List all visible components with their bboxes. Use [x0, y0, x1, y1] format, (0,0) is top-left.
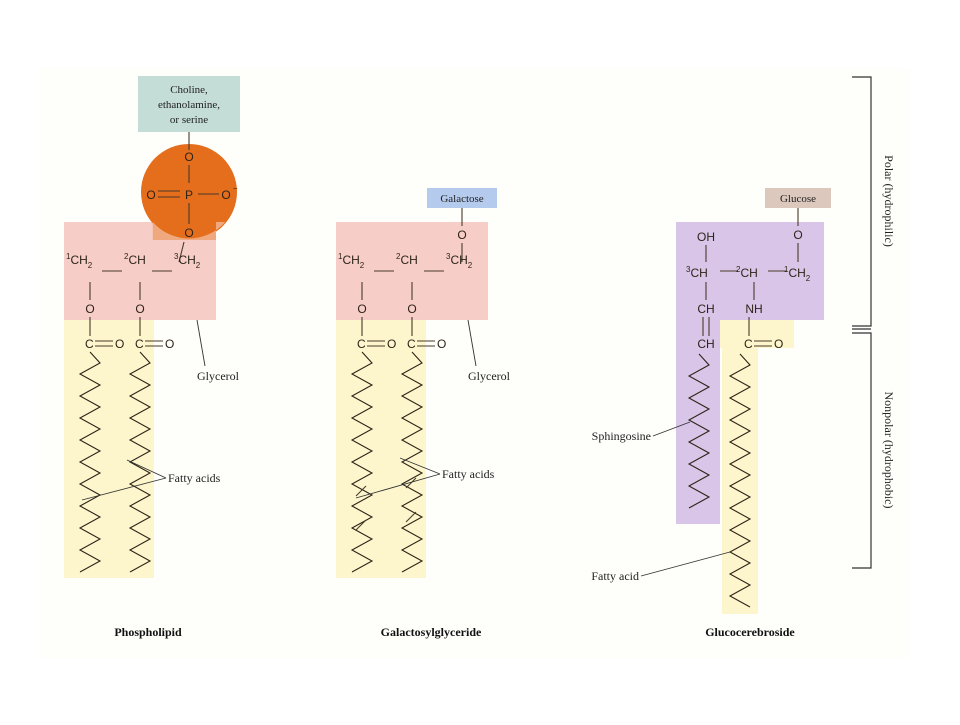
- ester-oxygen-2: O: [135, 302, 144, 316]
- galactose-label: Galactose: [440, 193, 483, 205]
- glycerol-carbon-2: 2CH: [396, 252, 418, 267]
- glycerol-carbon-3: 3CH2: [446, 252, 473, 270]
- carbonyl-oxygen-1: O: [387, 337, 396, 351]
- carbonyl-oxygen-2: O: [437, 337, 446, 351]
- fatty-acid-chain-2: [128, 351, 152, 573]
- sphingosine-chain: [687, 353, 711, 509]
- sphingosine-leader-line: [652, 421, 691, 437]
- amide-carbonyl: C: [744, 337, 753, 351]
- head-group-label-line-2: ethanolamine,: [158, 99, 220, 111]
- head-group-box: [138, 76, 240, 132]
- glycerol-carbon-1: 1CH2: [66, 252, 93, 270]
- carbonyl-1: C: [85, 337, 94, 351]
- head-group-label-line-1: Choline,: [170, 84, 208, 96]
- fatty-acid-chain-1: [78, 351, 102, 573]
- phosphate-oxygen-double: O: [146, 188, 155, 202]
- fatty-acid-leader-line: [640, 551, 731, 577]
- phosphate-group-circle: [141, 144, 237, 240]
- amide-nitrogen: NH: [745, 302, 762, 316]
- phosphate-oxygen-top: O: [184, 150, 193, 164]
- phospholipid-fatty-acid-region: [64, 320, 154, 578]
- fatty-acids-leader-line: [81, 477, 167, 501]
- glycerol-carbon-3: 3CH2: [174, 252, 201, 270]
- glycerol-label: Glycerol: [468, 369, 511, 383]
- glycosidic-oxygen: O: [457, 228, 466, 242]
- fatty-acids-leader-line: [399, 457, 441, 475]
- nonpolar-label: Nonpolar (hydrophobic): [882, 392, 896, 509]
- hydroxyl-group: OH: [697, 230, 715, 244]
- carbonyl-1: C: [357, 337, 366, 351]
- amide-carbonyl-oxygen: O: [774, 337, 783, 351]
- bond: [178, 241, 185, 263]
- glycerol-label: Glycerol: [197, 369, 240, 383]
- phosphate-oxygen-minus: O: [221, 188, 230, 202]
- sphingosine-carbon-2: 2CH: [736, 265, 758, 280]
- glycosidic-oxygen: O: [793, 228, 802, 242]
- glucose-box: [765, 188, 831, 208]
- glycerol-carbon-2: 2CH: [124, 252, 146, 267]
- fatty-acid-carbonyl-region: [720, 320, 794, 348]
- polarity-brackets: Polar (hydrophilic) Nonpolar (hydrophobi…: [852, 76, 896, 569]
- double-bond-mark: [405, 477, 417, 489]
- phosphate-oxygen-bottom: O: [184, 226, 193, 240]
- fatty-acid-chain-2: [400, 351, 424, 573]
- glycerol-leader-line: [196, 319, 206, 367]
- head-group-label-line-3: or serine: [170, 114, 208, 126]
- alkene-carbon-1: CH: [697, 302, 714, 316]
- carbonyl-2: C: [407, 337, 416, 351]
- galactosylglyceride-glycerol-region: [336, 222, 488, 320]
- carbonyl-oxygen-1: O: [115, 337, 124, 351]
- fatty-acid-chain: [728, 353, 752, 608]
- glycerol-leader-line: [467, 319, 477, 367]
- sphingosine-tail-region: [676, 320, 720, 524]
- galactose-box: [427, 188, 497, 208]
- phosphate-glycerol-overlap: [152, 222, 226, 240]
- negative-charge: −: [233, 184, 238, 193]
- carbonyl-oxygen-2: O: [165, 337, 174, 351]
- sphingosine-carbon-1: 1CH2: [784, 265, 811, 283]
- nonpolar-bracket: [852, 332, 872, 569]
- ester-oxygen-2: O: [407, 302, 416, 316]
- ester-oxygen-1: O: [85, 302, 94, 316]
- phospholipid-structure: Choline, ethanolamine, or serine O O P O…: [64, 76, 240, 639]
- sphingosine-label: Sphingosine: [592, 429, 651, 443]
- galactosylglyceride-structure: Galactose O 1CH2 2CH 3CH2 O O C O C O Gl…: [336, 188, 511, 639]
- double-bond-mark: [355, 485, 367, 497]
- glycerol-carbon-1: 1CH2: [338, 252, 365, 270]
- glucose-label: Glucose: [780, 193, 816, 205]
- phosphorus-atom: P: [185, 188, 193, 202]
- double-bond-mark: [405, 511, 417, 523]
- double-bond-mark: [355, 519, 367, 531]
- fatty-acids-leader-line: [126, 459, 167, 479]
- galactosylglyceride-fatty-acid-region: [336, 320, 426, 578]
- glucocerebroside-title: Glucocerebroside: [705, 625, 795, 639]
- carbonyl-2: C: [135, 337, 144, 351]
- fatty-acids-label: Fatty acids: [168, 471, 221, 485]
- alkene-carbon-2: CH: [697, 337, 714, 351]
- ester-oxygen-1: O: [357, 302, 366, 316]
- fatty-acid-label: Fatty acid: [591, 569, 639, 583]
- glucocerebroside-structure: Glucose O OH 3CH 2CH 1CH2 CH CH NH C O S…: [591, 188, 831, 639]
- phospholipid-title: Phospholipid: [114, 625, 182, 639]
- fatty-acids-leader-line: [355, 473, 441, 499]
- fatty-acid-chain-1: [350, 351, 374, 573]
- polar-bracket: [852, 76, 872, 327]
- polar-label: Polar (hydrophilic): [882, 155, 896, 247]
- sphingosine-head-region: [676, 222, 824, 320]
- galactosylglyceride-title: Galactosylglyceride: [381, 625, 482, 639]
- fatty-acids-label: Fatty acids: [442, 467, 495, 481]
- sphingosine-carbon-3: 3CH: [686, 265, 708, 280]
